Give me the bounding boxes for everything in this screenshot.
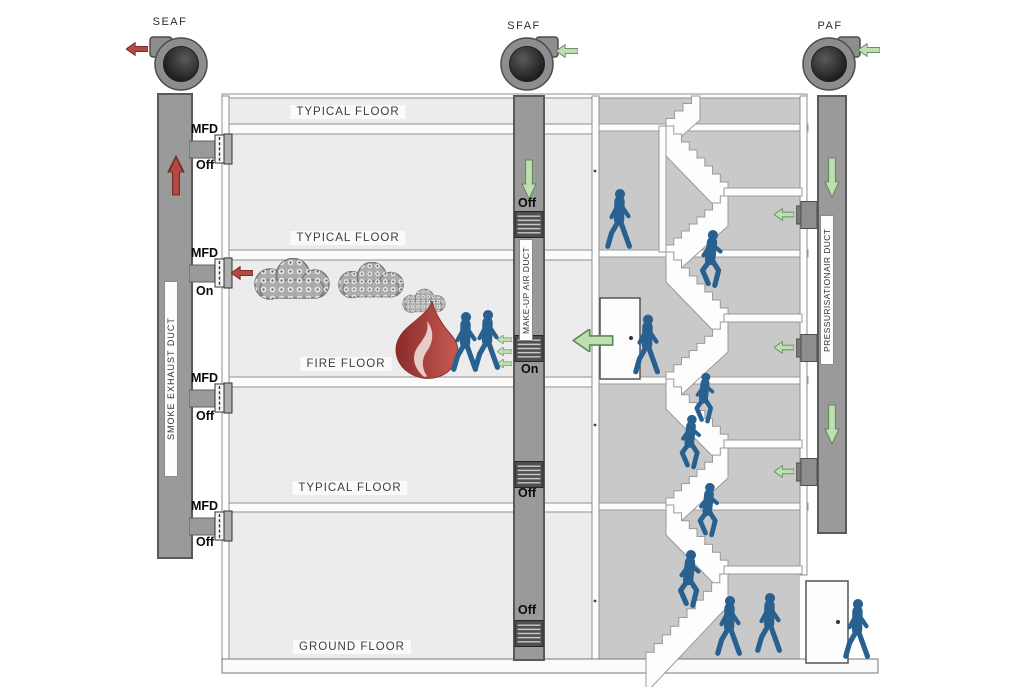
- press-down-arrow-icon-2: [824, 404, 840, 446]
- makeup-down-arrow-icon: [521, 159, 537, 201]
- mfd-state-1: Off: [196, 158, 215, 172]
- floor-label-fire: FIRE FLOOR: [300, 357, 392, 371]
- mfd-state-2: On: [196, 284, 214, 298]
- paf-intake-arrow-icon: [858, 43, 880, 57]
- floor-label-typical-3: TYPICAL FLOOR: [292, 481, 408, 495]
- floor-label-ground: GROUND FLOOR: [293, 640, 411, 654]
- mfd-state-3: Off: [196, 409, 215, 423]
- floor-label-typical-1: TYPICAL FLOOR: [290, 105, 406, 119]
- sfaf-fan-icon: [500, 36, 559, 91]
- makeup-state-3: Off: [518, 486, 537, 500]
- press-vent-icon-2: [796, 334, 818, 362]
- mfd-label-4: MFD: [191, 499, 219, 513]
- mfd-label-2: MFD: [191, 246, 219, 260]
- pressurisation-duct-label: PRESSURISATIONAIR DUCT: [820, 215, 834, 365]
- stair-landing: [723, 439, 803, 449]
- press-down-arrow-icon: [824, 157, 840, 199]
- paf-fan-icon: [802, 36, 861, 91]
- stairs: [645, 95, 803, 687]
- door-handle-dots: [593, 169, 597, 603]
- makeup-state-1: Off: [518, 196, 537, 210]
- make-up-air-duct-label: MAKE-UP AIR DUCT: [519, 239, 533, 341]
- mfd-label-1: MFD: [191, 122, 219, 136]
- smoke-exhaust-duct-label: SMOKE EXHAUST DUCT: [164, 281, 178, 477]
- ground-slab: [221, 658, 879, 674]
- makeup-grille-icon-4: [514, 620, 544, 647]
- flame-icon: [395, 300, 459, 379]
- stair-landing: [723, 565, 803, 575]
- person-icon: [846, 599, 868, 656]
- mfd-state-4: Off: [196, 535, 215, 549]
- stairwell-left-wall: [591, 95, 600, 662]
- left-wall: [221, 95, 230, 662]
- supply-down-arrows: [521, 157, 840, 446]
- seaf-label: SEAF: [152, 16, 188, 28]
- paf-label: PAF: [817, 20, 843, 32]
- seaf-fan-icon: [149, 36, 208, 91]
- stair-landing: [723, 187, 803, 197]
- smoke-duct-up-arrow-icon: [168, 155, 184, 196]
- stair-flight: [645, 573, 729, 687]
- sfaf-label: SFAF: [507, 20, 541, 32]
- exit-door: [805, 580, 849, 664]
- press-vent-icon-3: [796, 458, 818, 486]
- sfaf-intake-arrow-icon: [556, 44, 578, 58]
- seaf-exhaust-arrow-icon: [126, 42, 148, 56]
- mfd-label-3: MFD: [191, 371, 219, 385]
- makeup-grille-icon-3: [514, 461, 544, 488]
- stair-landing: [723, 313, 803, 323]
- makeup-state-4: Off: [518, 603, 537, 617]
- makeup-state-2: On: [521, 362, 539, 376]
- makeup-grille-icon-1: [514, 211, 544, 238]
- floor-label-typical-2: TYPICAL FLOOR: [290, 231, 406, 245]
- lobby-wall: [658, 125, 667, 253]
- press-vent-icon-1: [796, 201, 818, 229]
- makeup-supply-spray-arrows: [497, 335, 512, 368]
